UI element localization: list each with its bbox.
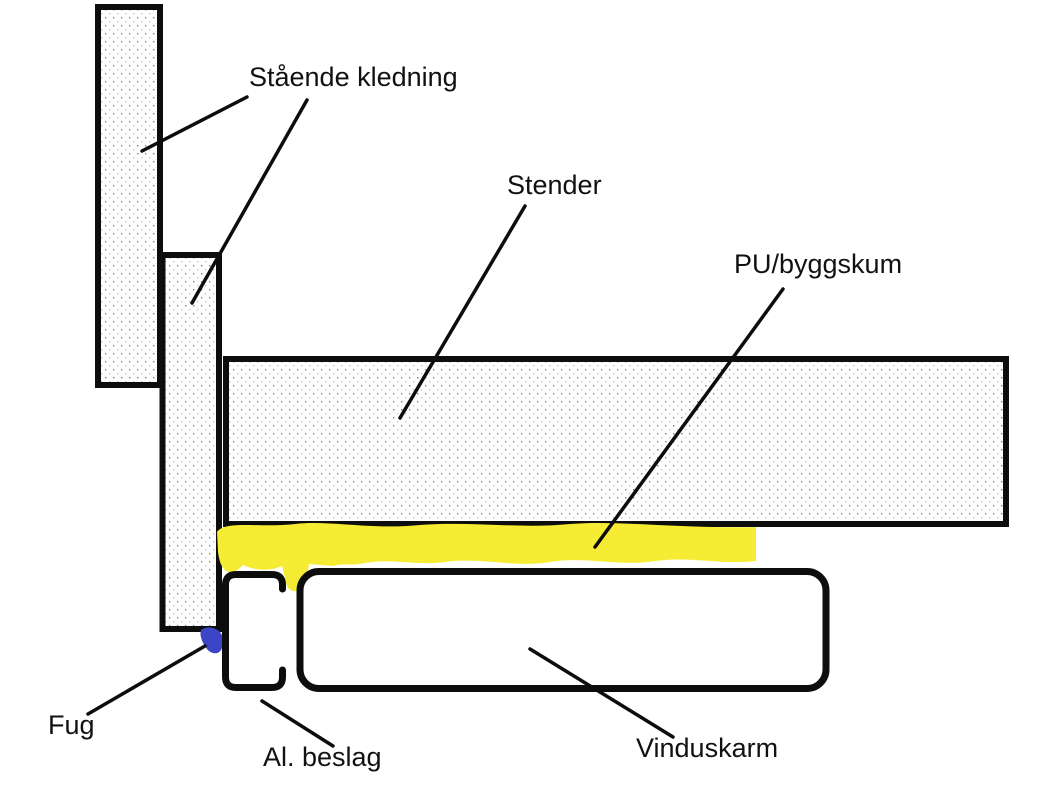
- leader-line-foam: [593, 287, 785, 549]
- stud-board: [223, 356, 1009, 527]
- leader-line-sealant: [86, 644, 207, 716]
- leader-line-stud: [398, 204, 527, 420]
- label-foam: PU/byggskum: [734, 249, 903, 279]
- foam-bead: [217, 522, 756, 592]
- leader-line-cladding-inner: [190, 98, 309, 305]
- label-flashing: Al. beslag: [263, 742, 382, 772]
- label-cladding: Stående kledning: [249, 62, 458, 92]
- label-sealant: Fug: [48, 710, 95, 740]
- flashing-profile: [222, 571, 286, 691]
- leader-line-cladding-outer: [140, 95, 249, 153]
- cladding-board: [95, 4, 163, 388]
- leader-line-flashing: [260, 699, 335, 748]
- label-window-frame: Vinduskarm: [636, 733, 779, 763]
- window-frame: [296, 568, 830, 692]
- cladding-batten-board: [159, 252, 222, 632]
- leader-line-window-frame: [528, 647, 675, 739]
- label-stud: Stender: [507, 170, 602, 200]
